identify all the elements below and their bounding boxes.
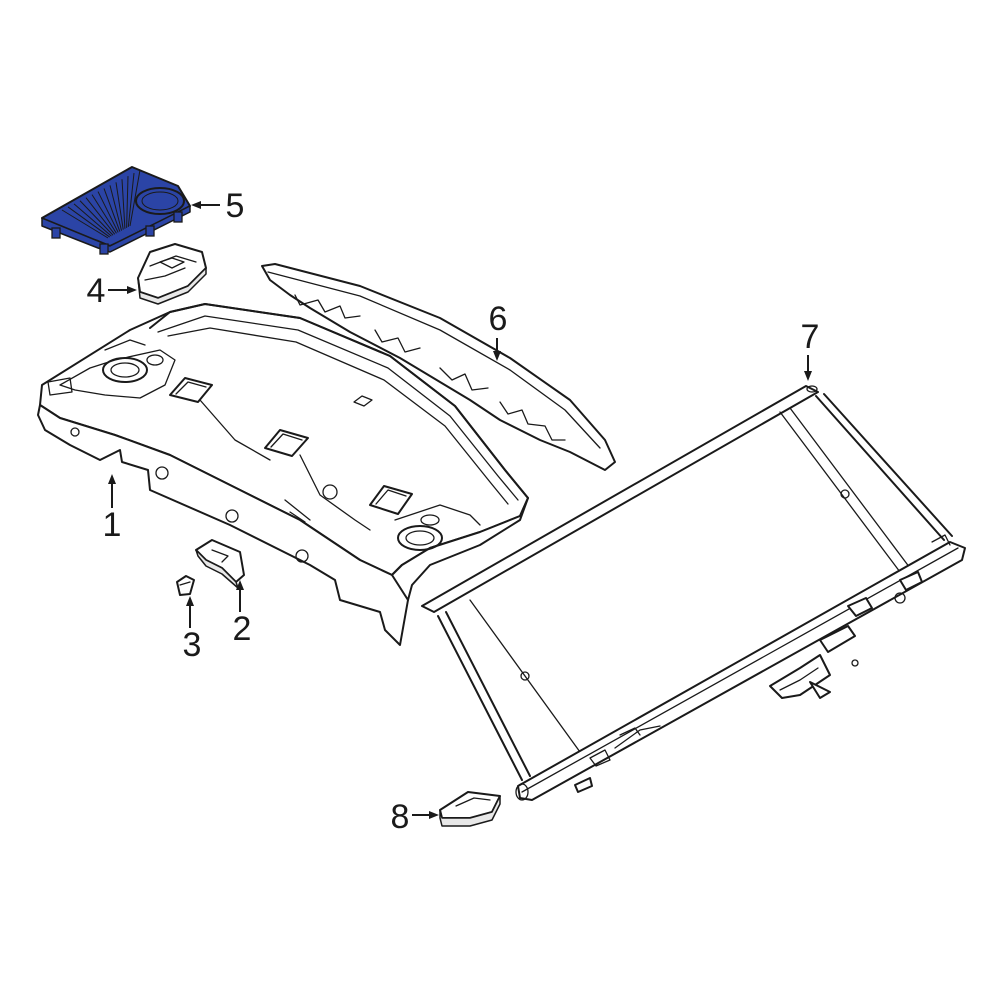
grille-slat <box>129 169 141 227</box>
speaker-grille-slats <box>61 169 141 239</box>
grille-slat <box>127 173 135 227</box>
callout-2: 2 <box>233 610 252 648</box>
grille-slat <box>67 206 110 238</box>
speaker-grille-tabs <box>51 211 183 255</box>
leader-lines <box>108 201 812 819</box>
grille-tab <box>51 227 61 239</box>
grille-slat <box>97 191 119 233</box>
grille-slat <box>91 194 117 234</box>
grille-slat <box>73 203 112 237</box>
grille-slat <box>121 179 126 229</box>
part-8-end-cap[interactable] <box>439 791 501 827</box>
part-3-clip[interactable] <box>176 575 195 596</box>
grille-slat <box>115 182 124 230</box>
callout-4: 4 <box>87 272 106 310</box>
grille-slat <box>103 188 121 232</box>
part-7-sunshade-assembly[interactable] <box>421 385 966 801</box>
callout-8: 8 <box>391 798 410 836</box>
callout-6: 6 <box>489 300 508 338</box>
speaker-grille-ring-inner <box>141 191 179 211</box>
grille-slat <box>85 197 116 235</box>
part-2-bracket[interactable] <box>195 539 245 589</box>
grille-slat <box>79 200 114 236</box>
grille-slat <box>61 209 109 239</box>
speaker-grille-side <box>41 205 191 253</box>
part-4-cover-cap[interactable] <box>137 243 207 305</box>
part-6-trim-strip[interactable] <box>261 263 616 471</box>
part-5-speaker-grille[interactable] <box>41 166 191 255</box>
grille-slat <box>109 185 123 231</box>
grille-tab <box>173 211 183 223</box>
grille-slat <box>126 176 129 228</box>
callout-3: 3 <box>183 626 202 664</box>
grille-tab <box>145 225 155 237</box>
callout-7: 7 <box>801 318 820 356</box>
part-1-package-tray[interactable] <box>37 303 529 646</box>
callout-5: 5 <box>226 187 245 225</box>
grille-tab <box>99 243 109 255</box>
speaker-grille-ring <box>135 187 185 215</box>
callout-1: 1 <box>103 506 122 544</box>
tray-front-skirt <box>37 404 409 646</box>
